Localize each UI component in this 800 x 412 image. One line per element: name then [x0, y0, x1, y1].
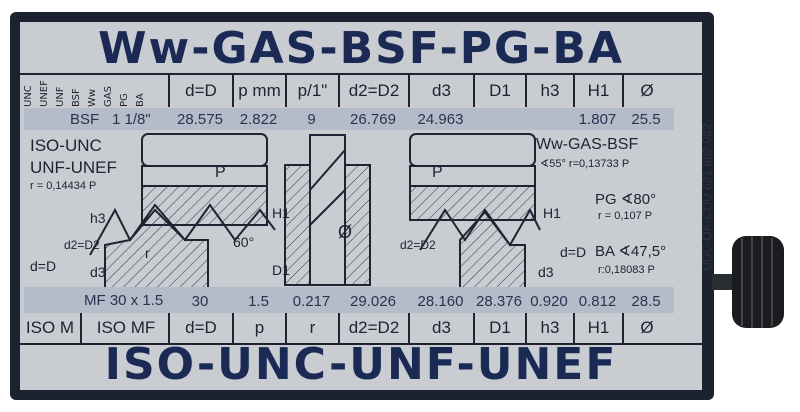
bottom-row-value: 0.920	[530, 293, 568, 310]
r-label: r	[145, 245, 150, 261]
thread-type-label: BSF	[71, 88, 82, 107]
iso-mf-header: ISO MF	[80, 313, 170, 343]
thread-type-label: UNC	[23, 85, 34, 107]
top-row-value: 2.822	[239, 111, 278, 128]
top-row-value: 25.5	[631, 111, 661, 128]
column-header: h3	[525, 313, 573, 343]
left-r-formula: r = 0,14434 P	[30, 180, 97, 192]
nut-mid-left	[141, 165, 268, 187]
bottom-row-value: 30	[191, 293, 209, 310]
d3-right-label: d3	[538, 264, 554, 280]
column-header: d=D	[168, 75, 232, 107]
column-header: H1	[573, 75, 622, 107]
ba-formula: r:0,18083 P	[598, 264, 655, 276]
thread-type-label: UNF	[55, 86, 66, 107]
divider	[20, 73, 702, 75]
angle-label: 60°	[233, 234, 255, 250]
column-header: Ø	[622, 75, 670, 107]
bottom-row-value: 0.217	[292, 293, 331, 310]
H1-label: H1	[272, 205, 290, 221]
top-row-value: 26.769	[350, 111, 396, 128]
iso-m-header: ISO M	[25, 318, 75, 337]
d2-right-label: d2=D2	[400, 238, 436, 252]
pg-formula: r = 0,107 P	[598, 210, 653, 222]
thread-diagram	[89, 133, 541, 288]
bottom-row-value: 28.376	[476, 293, 522, 310]
column-header: d3	[408, 313, 473, 343]
H1-right-label: H1	[543, 205, 561, 221]
column-header: h3	[525, 75, 573, 107]
d2-label: d2=D2	[64, 238, 100, 252]
thread-type-label: BA	[135, 93, 146, 107]
column-header: d3	[408, 75, 473, 107]
column-header: d2=D2	[338, 313, 408, 343]
column-header: H1	[573, 313, 622, 343]
d-right-label: d=D	[560, 244, 587, 260]
column-header: d2=D2	[338, 75, 408, 107]
slider-knob[interactable]	[712, 232, 790, 332]
column-header: p	[232, 313, 285, 343]
column-header: p mm	[232, 75, 285, 107]
column-header: r	[285, 313, 338, 343]
column-header: D1	[473, 75, 525, 107]
ww-gas-bsf-label: Ww-GAS-BSF	[536, 136, 639, 153]
thread-type-label: GAS	[103, 86, 114, 107]
column-header: d=D	[168, 313, 232, 343]
ba-label: BA ∢47,5°	[595, 243, 667, 260]
d-label: d=D	[30, 258, 57, 274]
bottom-row-value: 28.160	[417, 293, 464, 310]
divider	[20, 343, 702, 345]
bottom-row-value: 28.5	[631, 293, 661, 310]
unf-unef-label: UNF-UNEF	[30, 158, 117, 177]
row-type: MF 30 x 1.5	[84, 292, 164, 309]
h3-label: h3	[90, 210, 106, 226]
slider-bottom-row[interactable]: MF 30 x 1.5	[24, 287, 674, 313]
thread-type-label: Ww	[87, 88, 98, 107]
column-header: D1	[473, 313, 525, 343]
top-title: Ww-GAS-BSF-PG-BA	[98, 23, 624, 74]
bottom-title: ISO-UNC-UNF-UNEF	[104, 339, 618, 390]
row-type: BSF	[70, 111, 100, 128]
top-row-value: 28.575	[177, 111, 223, 128]
d3-label: d3	[90, 264, 106, 280]
iso-unc-label: ISO-UNC	[30, 136, 102, 155]
column-header: p/1"	[285, 75, 338, 107]
thread-type-label: PG	[119, 93, 130, 107]
top-row-value: 9	[307, 111, 316, 128]
bottom-row-value: 1.5	[248, 293, 269, 310]
row-size: 1 1/8"	[112, 111, 151, 128]
thread-type-label: UNEF	[39, 80, 50, 107]
column-header: Ø	[622, 313, 670, 343]
bottom-row-value: 29.026	[350, 293, 396, 310]
pitch-label: P	[215, 164, 226, 181]
drill-diameter-label: Ø	[338, 222, 353, 242]
nut-top-left	[141, 133, 268, 167]
top-row-value: 24.963	[417, 111, 464, 128]
pg-label: PG ∢80°	[595, 191, 657, 208]
D1-label: D1	[272, 262, 290, 278]
thread-types: UNC UNEF UNF BSF Ww GAS PG BA	[22, 75, 168, 107]
bottom-row-value: 0.812	[578, 293, 617, 310]
slider-top-row[interactable]: BSF 1 1/8"	[24, 108, 674, 130]
top-row-value: 1.807	[578, 111, 617, 128]
right-formula: ∢55° r=0,13733 P	[540, 158, 630, 170]
pitch-label-right: P	[432, 164, 443, 181]
